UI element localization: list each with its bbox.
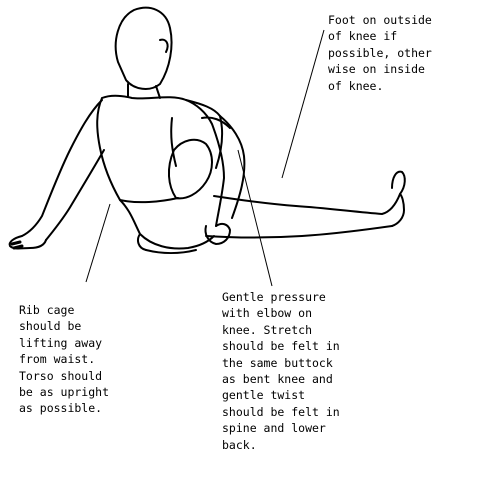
leader-elbow xyxy=(238,150,272,286)
straight-leg-bottom xyxy=(206,226,392,238)
head-outline xyxy=(116,8,172,89)
annotation-foot-position: Foot on outside of knee if possible, oth… xyxy=(328,12,432,94)
annotation-rib-cage: Rib cage should be lifting away from wai… xyxy=(19,302,109,417)
ear-outline xyxy=(160,40,168,52)
support-arm-outline xyxy=(22,100,104,240)
bent-knee-outline xyxy=(169,140,212,199)
sleeve-edge xyxy=(202,117,230,128)
shorts-outline xyxy=(120,200,214,250)
shirt-fold xyxy=(171,118,176,166)
straight-leg-top xyxy=(214,194,400,214)
leader-rib xyxy=(86,204,110,282)
hip-line xyxy=(146,250,196,253)
leader-foot xyxy=(282,30,324,178)
support-fingers xyxy=(12,242,22,248)
annotation-elbow-pressure: Gentle pressure with elbow on knee. Stre… xyxy=(222,289,340,453)
